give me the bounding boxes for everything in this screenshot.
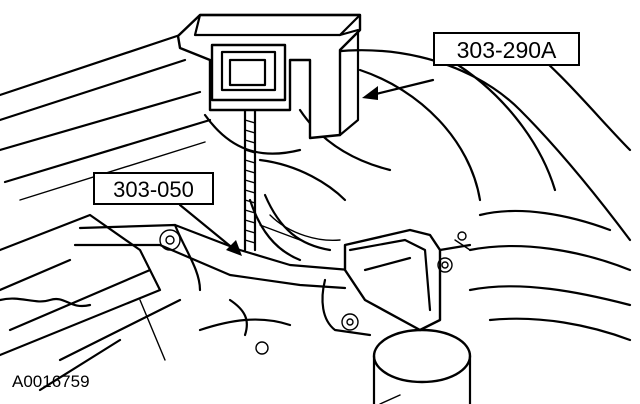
support-bracket	[343, 228, 472, 332]
engine-support-tool	[176, 13, 362, 140]
lower-left-structure	[0, 213, 292, 392]
figure-id: A0016759	[12, 372, 90, 391]
lower-mount	[321, 278, 472, 404]
threaded-rod	[243, 108, 257, 252]
tool-callout-303-290a: 303-290A	[433, 32, 580, 66]
engine-housing	[203, 38, 632, 342]
tool-callout-303-050: 303-050	[93, 172, 214, 205]
wiring-harness	[248, 193, 341, 262]
callout-leaders	[178, 78, 435, 256]
bracket-arm	[73, 223, 352, 292]
upper-left-rails	[0, 33, 212, 201]
